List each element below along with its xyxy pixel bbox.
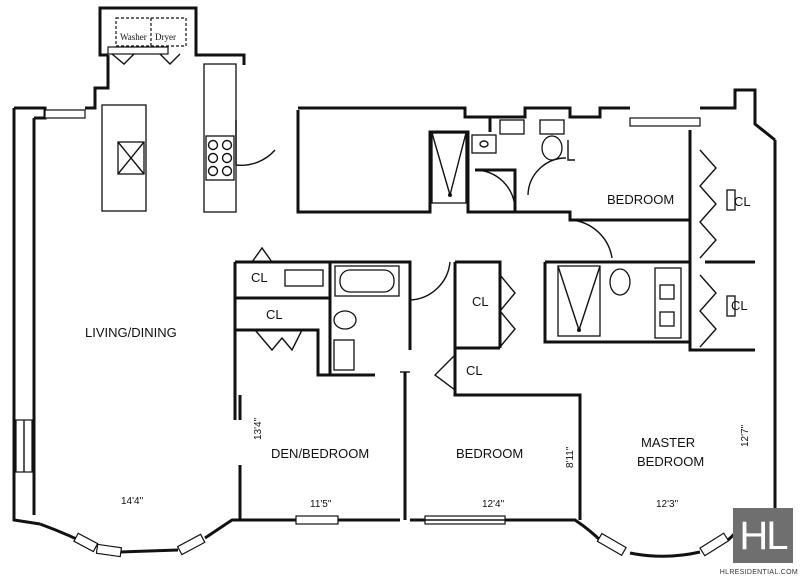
bedroom-top-label: BEDROOM <box>607 192 674 207</box>
closet-label-5: CL <box>734 194 751 209</box>
dim-master-width: 12'3" <box>656 499 679 510</box>
dim-living-width: 14'4" <box>121 496 144 507</box>
closet-label-3: CL <box>472 294 489 309</box>
living-dining-label: LIVING/DINING <box>85 325 177 340</box>
bedroom-top-walls <box>688 130 755 352</box>
dryer-label: Dryer <box>155 32 176 42</box>
master-label-line2: BEDROOM <box>637 454 704 469</box>
den-bath <box>233 246 451 520</box>
bath-top <box>296 110 690 259</box>
dim-bedroom-width: 12'4" <box>482 499 505 510</box>
closet-label-2: CL <box>266 307 283 322</box>
website-text: HLRESIDENTIAL.COM <box>719 569 798 576</box>
dim-bedroom-depth: 8'11" <box>565 446 576 468</box>
closet-label-1: CL <box>251 270 268 285</box>
dim-master-depth: 12'7" <box>740 424 751 447</box>
washer-label: Washer <box>120 32 147 42</box>
den-bedroom-label: DEN/BEDROOM <box>271 446 369 461</box>
bedroom-middle-label: BEDROOM <box>456 446 523 461</box>
logo-mark: HL <box>739 513 788 558</box>
dim-den-depth: 13'4" <box>253 417 264 440</box>
hl-logo: HL <box>733 508 793 563</box>
closet-label-6: CL <box>731 298 748 313</box>
dim-den-width: 11'5" <box>310 499 332 510</box>
bedroom-middle-walls <box>400 260 582 520</box>
master-label-line1: MASTER <box>641 435 695 450</box>
kitchen: Washer Dryer <box>101 17 276 213</box>
master-bath <box>543 260 690 344</box>
closet-label-4: CL <box>466 363 483 378</box>
windows <box>15 46 730 558</box>
